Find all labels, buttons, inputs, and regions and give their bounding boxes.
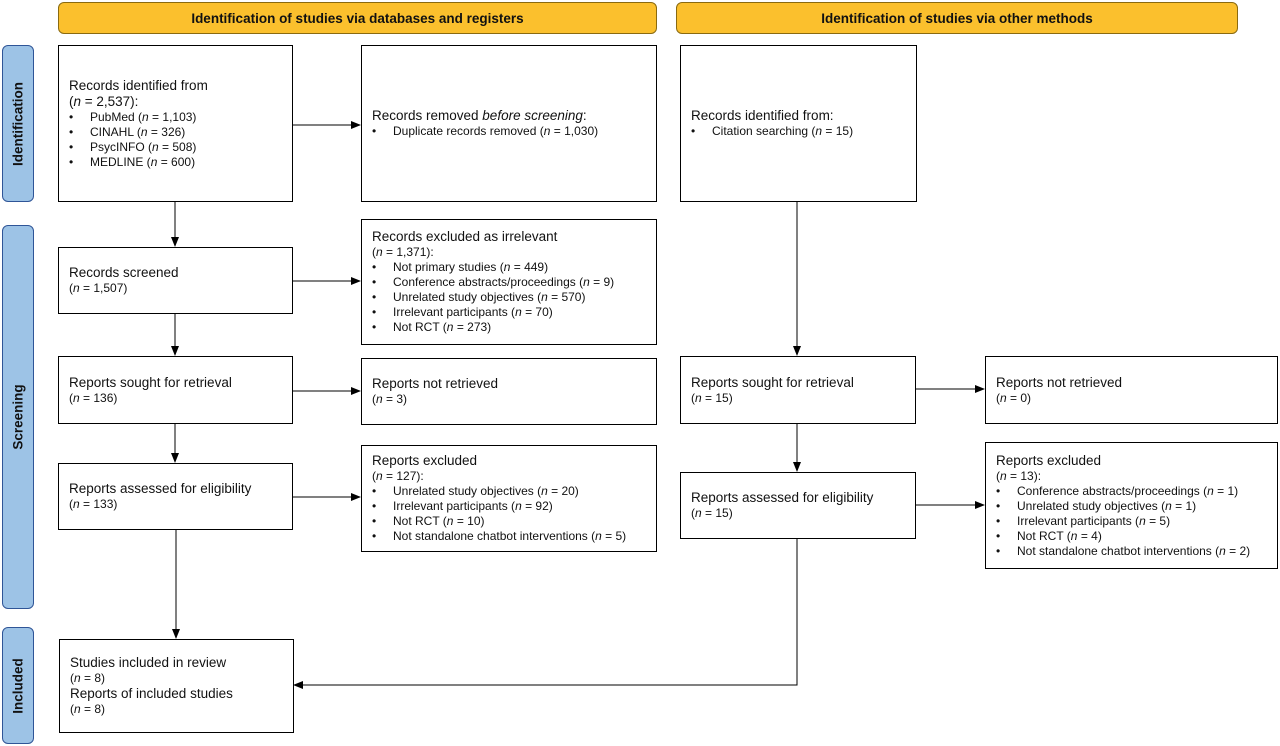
other-reports-excluded-list: Conference abstracts/proceedings (n = 1)… <box>996 484 1267 559</box>
list-item: Conference abstracts/proceedings (n = 9) <box>372 275 646 290</box>
list-item: Duplicate records removed (n = 1,030) <box>372 124 646 139</box>
other-records-identified-title: Records identified from: <box>691 108 834 123</box>
db-records-excluded-box: Records excluded as irrelevant (n = 1,37… <box>361 219 657 345</box>
db-reports-excluded-title: Reports excluded <box>372 453 478 468</box>
list-item: Irrelevant participants (n = 92) <box>372 499 646 514</box>
header-other-methods: Identification of studies via other meth… <box>676 2 1238 34</box>
db-records-screened-count: (n = 1,507) <box>69 281 128 295</box>
list-item: Unrelated study objectives (n = 20) <box>372 484 646 499</box>
list-item: Irrelevant participants (n = 70) <box>372 305 646 320</box>
header-databases-label: Identification of studies via databases … <box>191 10 524 26</box>
db-records-screened-title: Records screened <box>69 265 179 280</box>
stage-identification: Identification <box>2 45 34 202</box>
db-reports-assessed-title: Reports assessed for eligibility <box>69 481 252 496</box>
db-not-retrieved-count: (n = 3) <box>372 392 408 406</box>
list-item: PubMed (n = 1,103) <box>69 110 282 125</box>
list-item: Irrelevant participants (n = 5) <box>996 514 1267 529</box>
db-records-excluded-count: (n = 1,371): <box>372 245 434 259</box>
other-not-retrieved-count: (n = 0) <box>996 390 1032 405</box>
other-reports-excluded-count: (n = 13): <box>996 468 1042 483</box>
stage-screening-label: Screening <box>10 384 26 450</box>
list-item: MEDLINE (n = 600) <box>69 155 282 170</box>
other-reports-sought-title: Reports sought for retrieval <box>691 374 854 390</box>
stage-identification-label: Identification <box>10 81 26 166</box>
list-item: Not RCT (n = 4) <box>996 529 1267 544</box>
db-records-removed-box: Records removed before screening: Duplic… <box>361 45 657 202</box>
header-other-label: Identification of studies via other meth… <box>821 10 1093 26</box>
other-reports-excluded-box: Reports excluded (n = 13): Conference ab… <box>985 442 1278 569</box>
db-removed-list: Duplicate records removed (n = 1,030) <box>372 124 646 139</box>
list-item: Not RCT (n = 273) <box>372 320 646 335</box>
db-records-excluded-title: Records excluded as irrelevant <box>372 229 558 244</box>
db-reports-excluded-box: Reports excluded (n = 127): Unrelated st… <box>361 445 657 552</box>
included-reports-title: Reports of included studies <box>70 686 233 701</box>
other-reports-assessed-box: Reports assessed for eligibility (n = 15… <box>680 472 916 539</box>
included-reports-count: (n = 8) <box>70 702 106 716</box>
db-records-removed-title: Records removed before screening: <box>372 108 587 123</box>
other-reports-sought-box: Reports sought for retrieval (n = 15) <box>680 356 916 424</box>
header-databases: Identification of studies via databases … <box>58 2 657 34</box>
db-reports-sought-box: Reports sought for retrieval (n = 136) <box>58 356 293 424</box>
db-records-identified-title: Records identified from <box>69 77 208 93</box>
other-reports-excluded-title: Reports excluded <box>996 452 1102 468</box>
other-reports-assessed-title: Reports assessed for eligibility <box>691 490 874 505</box>
list-item: Not standalone chatbot interventions (n … <box>996 544 1267 559</box>
included-box: Studies included in review (n = 8) Repor… <box>59 639 294 733</box>
other-reports-sought-count: (n = 15) <box>691 390 733 405</box>
db-reports-sought-title: Reports sought for retrieval <box>69 374 232 390</box>
db-records-identified-count: (n = 2,537): <box>69 93 139 109</box>
other-sources-list: Citation searching (n = 15) <box>691 124 906 139</box>
other-records-identified-box: Records identified from: Citation search… <box>680 45 917 202</box>
db-reports-assessed-count: (n = 133) <box>69 497 118 511</box>
db-records-identified-box: Records identified from (n = 2,537): Pub… <box>58 45 293 202</box>
other-not-retrieved-box: Reports not retrieved (n = 0) <box>985 356 1278 424</box>
list-item: Not primary studies (n = 449) <box>372 260 646 275</box>
db-not-retrieved-box: Reports not retrieved (n = 3) <box>361 358 657 425</box>
list-item: Citation searching (n = 15) <box>691 124 906 139</box>
db-sources-list: PubMed (n = 1,103) CINAHL (n = 326) Psyc… <box>69 110 282 170</box>
list-item: Unrelated study objectives (n = 1) <box>996 499 1267 514</box>
arrow-other-assessed-to-included <box>293 539 798 689</box>
other-reports-assessed-count: (n = 15) <box>691 506 733 520</box>
stage-included-label: Included <box>10 657 26 714</box>
included-studies-count: (n = 8) <box>70 671 106 685</box>
list-item: Unrelated study objectives (n = 570) <box>372 290 646 305</box>
list-item: PsycINFO (n = 508) <box>69 140 282 155</box>
db-records-screened-box: Records screened (n = 1,507) <box>58 247 293 314</box>
db-not-retrieved-title: Reports not retrieved <box>372 376 499 391</box>
list-item: Conference abstracts/proceedings (n = 1) <box>996 484 1267 499</box>
db-reports-excluded-count: (n = 127): <box>372 469 424 483</box>
list-item: Not RCT (n = 10) <box>372 514 646 529</box>
list-item: CINAHL (n = 326) <box>69 125 282 140</box>
db-reports-assessed-box: Reports assessed for eligibility (n = 13… <box>58 463 293 530</box>
stage-included: Included <box>2 627 34 744</box>
db-reports-sought-count: (n = 136) <box>69 390 118 405</box>
db-records-excluded-list: Not primary studies (n = 449) Conference… <box>372 260 646 335</box>
other-not-retrieved-title: Reports not retrieved <box>996 374 1123 390</box>
db-reports-excluded-list: Unrelated study objectives (n = 20) Irre… <box>372 484 646 544</box>
stage-screening: Screening <box>2 225 34 609</box>
list-item: Not standalone chatbot interventions (n … <box>372 529 646 544</box>
included-studies-title: Studies included in review <box>70 655 227 670</box>
